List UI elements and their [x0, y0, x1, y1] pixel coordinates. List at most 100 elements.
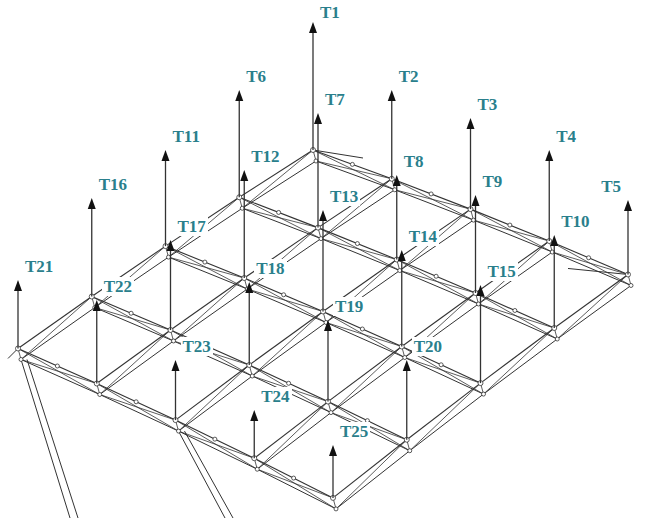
force-arrow — [96, 309, 97, 384]
top-chord — [407, 383, 481, 440]
joint-node — [482, 392, 486, 396]
force-label: T11 — [171, 127, 202, 146]
arrow-head — [14, 280, 22, 291]
arrow-head — [398, 250, 406, 261]
top-chord — [254, 458, 333, 498]
joint-node — [360, 327, 364, 331]
arrow-head — [88, 198, 96, 209]
diagonal-member — [21, 297, 92, 360]
top-chord — [554, 274, 628, 328]
joint-node — [355, 242, 359, 246]
force-label: T18 — [254, 259, 286, 278]
arrow-head — [319, 210, 327, 221]
arrow-head — [472, 195, 480, 206]
arrow-head — [240, 170, 248, 181]
joint-node — [403, 356, 407, 360]
diagonal-member — [397, 260, 479, 304]
top-chord — [333, 440, 407, 498]
diagonal-member — [331, 347, 402, 413]
top-chord — [397, 209, 471, 259]
bottom-chord — [316, 161, 395, 190]
top-chord — [244, 278, 323, 311]
joint-node — [255, 467, 259, 471]
bottom-chord — [257, 413, 331, 470]
diagonal-member — [476, 293, 558, 339]
arrow-head — [93, 300, 101, 311]
force-arrow — [401, 259, 402, 347]
force-label: T25 — [338, 422, 370, 441]
joint-node — [129, 311, 133, 315]
arrow-head — [245, 282, 253, 293]
bottom-chord — [479, 304, 558, 339]
arrow-head — [314, 113, 322, 124]
diagonal-member — [395, 190, 471, 209]
force-label: T10 — [559, 212, 591, 231]
bottom-chord — [95, 257, 169, 307]
force-label: T17 — [176, 217, 208, 236]
joint-node — [19, 357, 23, 361]
force-label: T7 — [323, 90, 347, 109]
force-label: T6 — [244, 67, 268, 86]
diagonal-member — [479, 241, 550, 304]
arrow-head — [324, 320, 332, 331]
diagonal-member — [100, 395, 176, 421]
joint-node — [287, 381, 291, 385]
bottom-chord — [484, 339, 558, 394]
diagonal-member — [95, 308, 171, 330]
bottom-chord — [326, 322, 405, 357]
top-chord — [92, 297, 171, 330]
top-chord — [166, 246, 245, 278]
diagonal-member — [254, 458, 336, 509]
diagonal-member — [318, 228, 400, 271]
joint-node — [98, 393, 102, 397]
diagonal-member — [557, 274, 628, 339]
bottom-chord — [247, 239, 321, 289]
force-label: T16 — [97, 175, 129, 194]
bottom-chord — [252, 376, 331, 413]
bottom-chord — [331, 413, 410, 451]
force-arrow — [165, 159, 166, 246]
top-chord — [392, 179, 471, 209]
joint-node — [334, 507, 338, 511]
force-label: T4 — [554, 127, 578, 146]
diagonal-member — [179, 365, 250, 431]
diagonal-member — [326, 260, 397, 323]
force-arrow — [406, 369, 407, 440]
joint-node — [439, 363, 443, 367]
arrow-head — [167, 240, 175, 251]
force-arrow — [175, 369, 176, 420]
force-arrow — [627, 209, 628, 274]
support-leg — [21, 359, 70, 518]
top-chord — [239, 197, 318, 227]
top-chord — [476, 241, 550, 293]
joint-node — [329, 411, 333, 415]
top-chord — [254, 402, 328, 459]
joint-node — [434, 274, 438, 278]
diagonal-member — [410, 383, 481, 451]
force-arrow — [322, 219, 323, 311]
bottom-chord — [336, 451, 410, 509]
diagonal-member — [336, 440, 407, 509]
diagonal-member — [97, 384, 179, 432]
arrow-head — [624, 200, 632, 211]
joint-node — [555, 337, 559, 341]
diagonal-member — [18, 348, 100, 394]
top-chord — [18, 348, 97, 383]
joint-node — [203, 260, 207, 264]
arrow-head — [162, 150, 170, 161]
force-arrow — [391, 99, 392, 179]
diagonal-member — [392, 179, 474, 220]
force-arrow — [549, 159, 550, 241]
force-arrow — [249, 291, 250, 365]
diagonal-member — [316, 161, 392, 179]
top-chord — [397, 260, 476, 293]
force-label: T15 — [486, 262, 518, 281]
top-chord — [171, 330, 250, 365]
diagonal-member — [257, 469, 333, 498]
diagonal-member — [100, 330, 171, 395]
diagonal-member — [471, 209, 553, 252]
force-label: T19 — [333, 297, 365, 316]
bottom-chord — [479, 252, 553, 304]
top-chord — [176, 420, 255, 458]
